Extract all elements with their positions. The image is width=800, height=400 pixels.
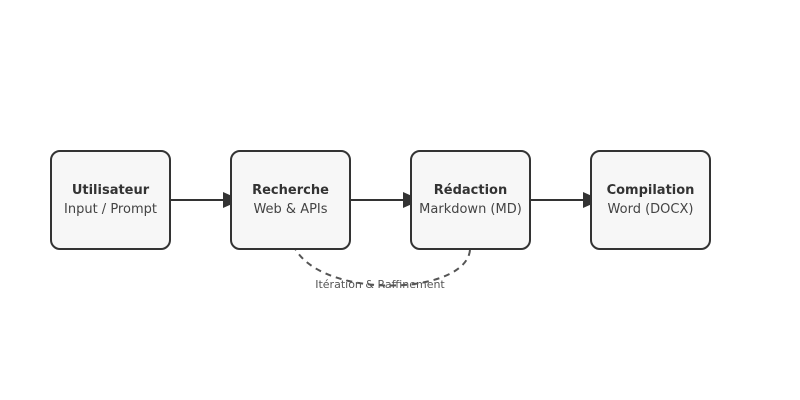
node-title: Rédaction [433,183,508,198]
node-title: Utilisateur [71,183,150,198]
node-utilisateur: Utilisateur Input / Prompt [50,150,171,250]
node-subtitle: Input / Prompt [64,202,157,217]
loop-label: Itération & Raffinement [315,278,445,291]
edge-loop-redaction-recherche [283,231,471,287]
node-title: Compilation [606,183,695,198]
node-subtitle: Markdown (MD) [419,202,522,217]
node-redaction: Rédaction Markdown (MD) [410,150,531,250]
node-recherche: Recherche Web & APIs [230,150,351,250]
node-subtitle: Word (DOCX) [607,202,694,217]
node-subtitle: Web & APIs [253,202,328,217]
node-title: Recherche [252,183,329,198]
node-compilation: Compilation Word (DOCX) [590,150,711,250]
